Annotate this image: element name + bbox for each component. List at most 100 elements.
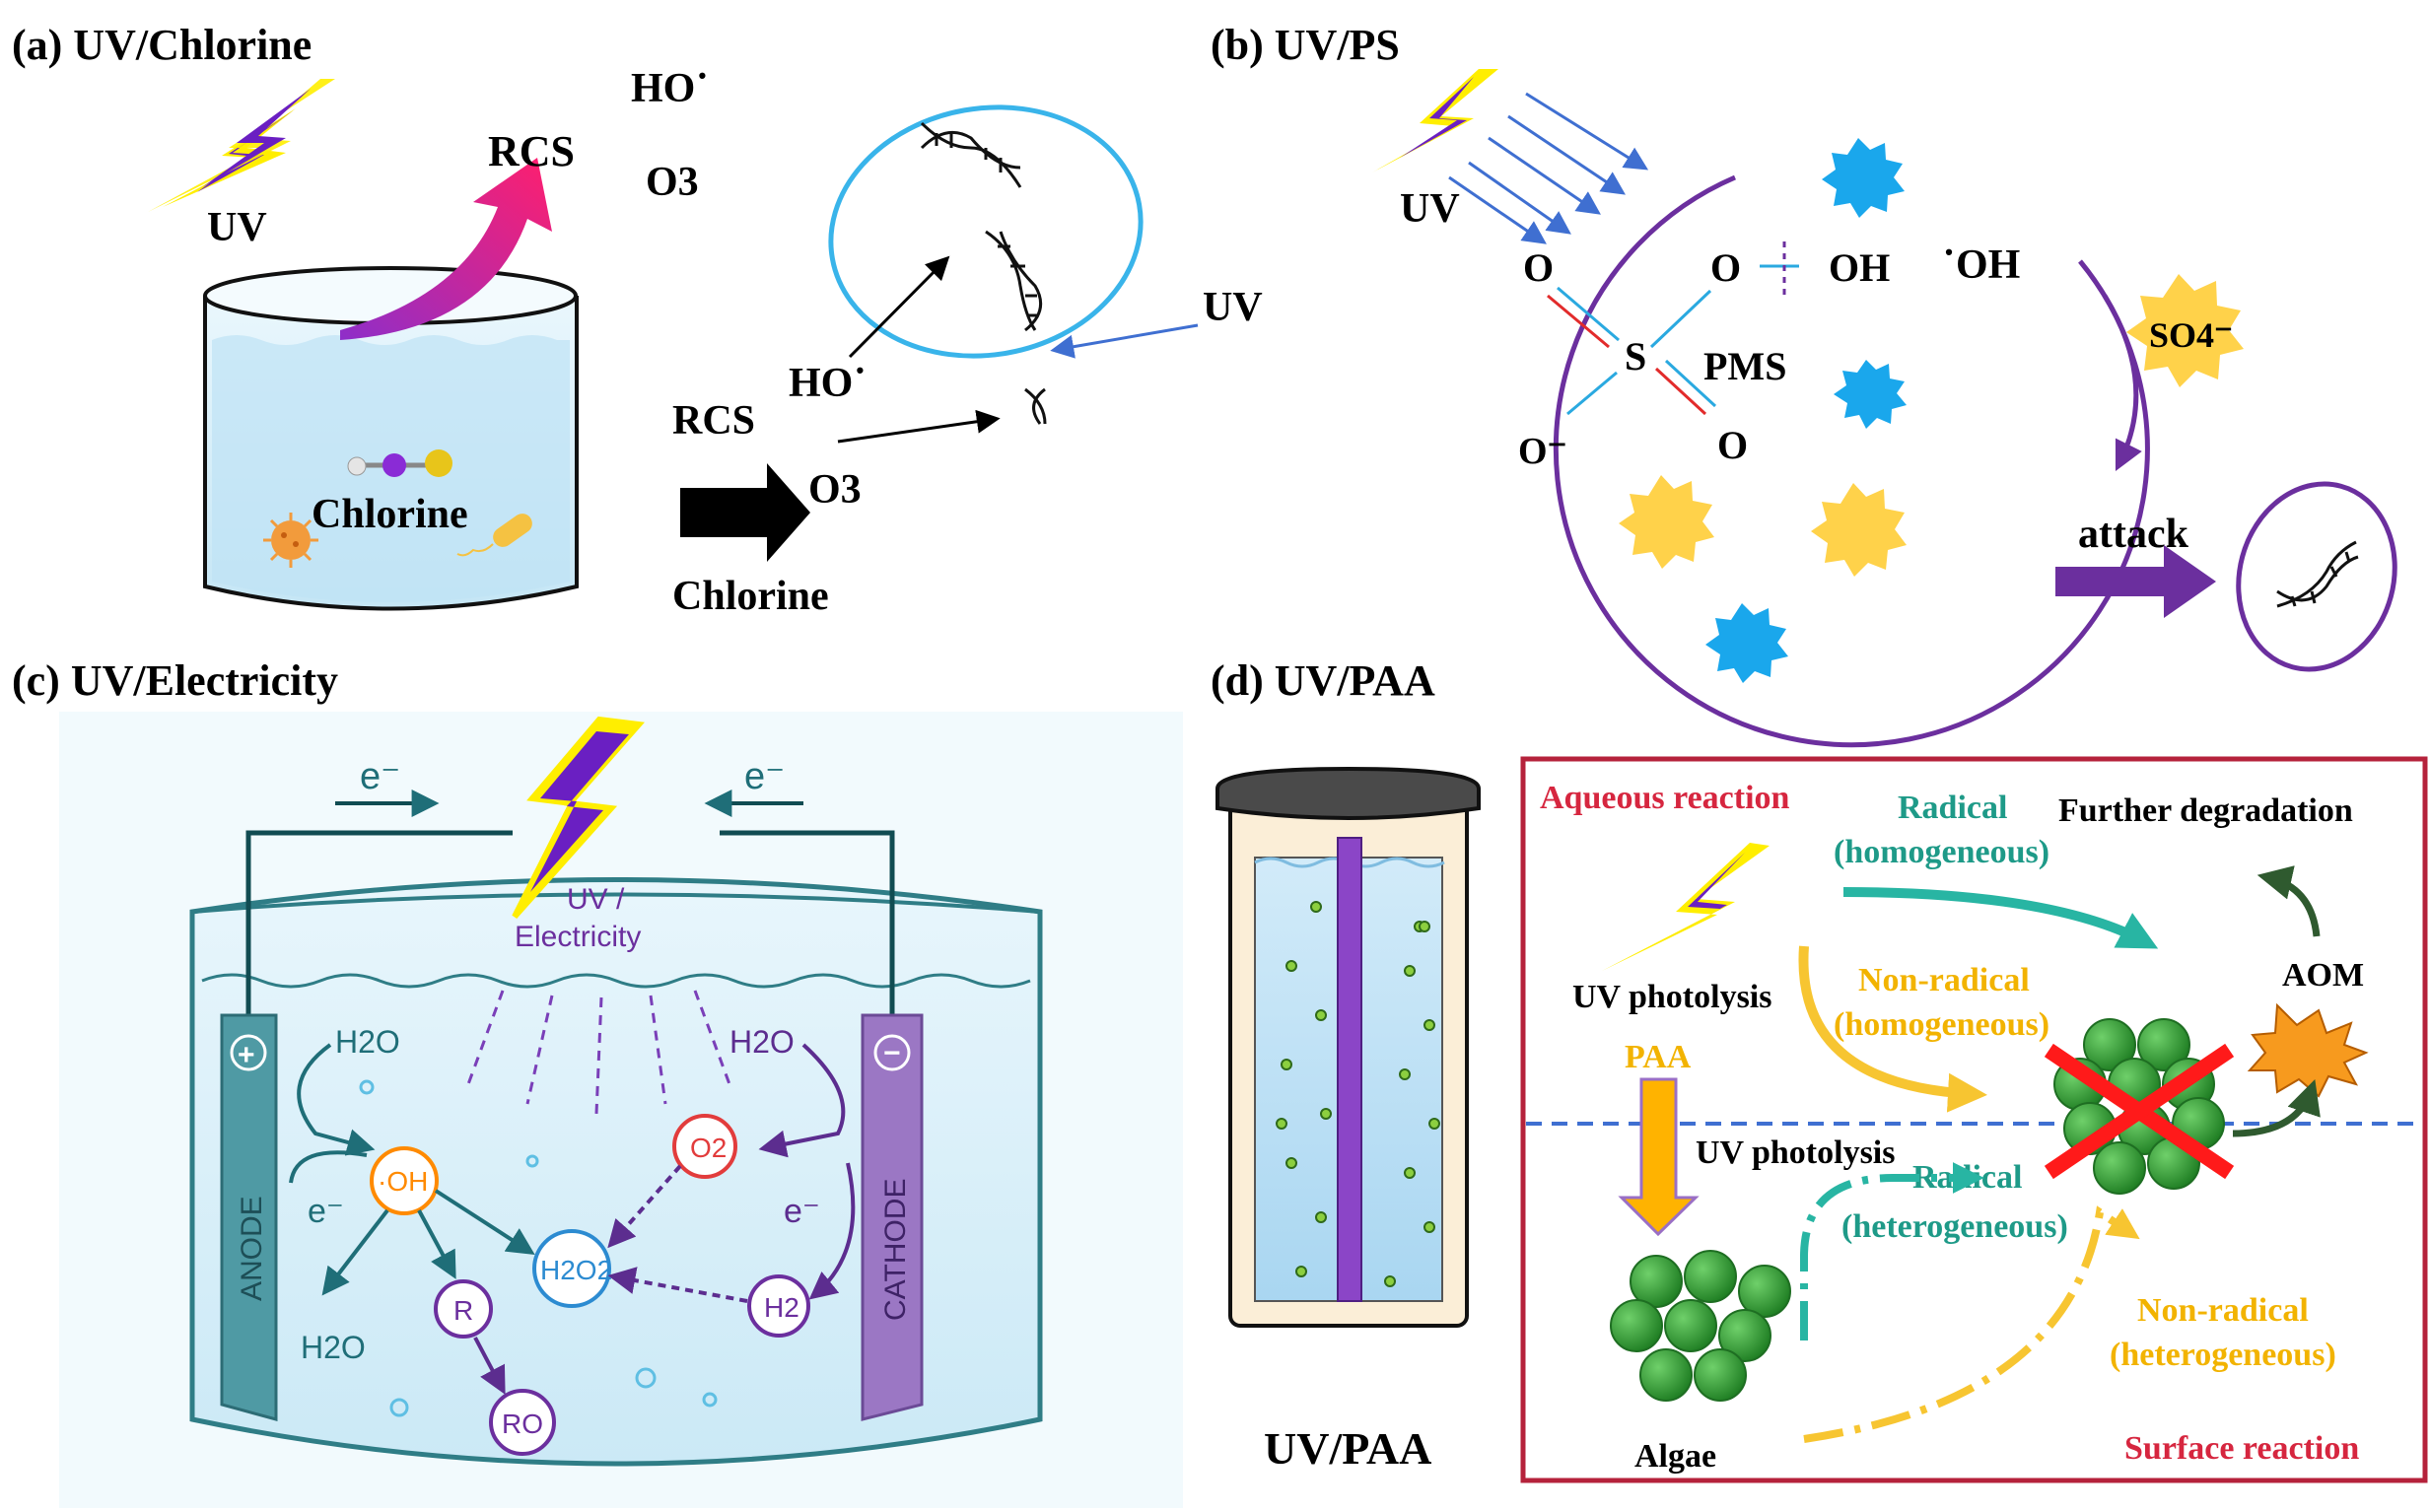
oh-radical-label: ˙OH <box>1942 242 2020 288</box>
nonradical-het-2: (heterogeneous) <box>2110 1337 2336 1373</box>
pms-cycle-path <box>1553 174 2150 748</box>
dna-icon-3 <box>1024 387 1047 425</box>
red-cross-icon <box>2044 1043 2235 1180</box>
paa-label: PAA <box>1625 1039 1692 1075</box>
panel-b: (b) UV/PS UV O O OH S <box>1211 21 2397 748</box>
r-to-ro-arrow <box>473 1337 506 1395</box>
panel-c: (c) UV/Electricity e⁻ e⁻ UV / Electricit… <box>12 656 1183 1508</box>
ho-to-dna-arrow <box>848 255 950 359</box>
h2o-top-left: H2O <box>335 1024 400 1060</box>
radical-homo-arrow <box>1842 887 2159 949</box>
panel-a-rcs-mid: RCS <box>672 398 755 444</box>
anode-h2o-arrow <box>297 1043 376 1156</box>
aom-up-arrow <box>2256 865 2321 937</box>
panel-a-o3-mid: O3 <box>808 467 862 513</box>
e-right-2: e⁻ <box>784 1193 820 1230</box>
uv-electricity-2: Electricity <box>515 921 641 953</box>
uv-to-dna-arrow <box>1050 323 1199 359</box>
panel-a-rcs-label: RCS <box>488 127 575 175</box>
nonradical-het-1: Non-radical <box>2137 1292 2309 1329</box>
oh-to-h2o-arrow <box>321 1208 389 1296</box>
pms-label: PMS <box>1703 344 1786 388</box>
anode-label: ANODE <box>236 1196 268 1301</box>
paa-vessel <box>1215 766 1481 1328</box>
ro-node: RO <box>502 1409 543 1439</box>
panel-b-dna-icon <box>2276 540 2359 608</box>
r-node-circle <box>434 1279 493 1339</box>
oh-to-h2o2-arrow <box>434 1189 535 1256</box>
o2-node: O2 <box>690 1133 727 1163</box>
anode-plus: + <box>238 1039 255 1071</box>
yellow-burst-1 <box>1619 475 1714 569</box>
nonradical-homo-1: Non-radical <box>1858 962 2030 998</box>
radical-het-2: (heterogeneous) <box>1841 1208 2068 1245</box>
rcs-arrow-icon <box>340 158 552 340</box>
pms-oh: OH <box>1829 245 1890 290</box>
algae-label: Algae <box>1634 1438 1716 1475</box>
panel-d-title: (d) UV/PAA <box>1211 656 1435 705</box>
pms-o-minus: O⁻ <box>1518 431 1567 472</box>
o2-node-circle <box>672 1114 737 1179</box>
algae-cluster-bottom <box>1610 1250 1791 1402</box>
aom-burst-icon <box>2247 1002 2369 1098</box>
panel-b-title: (b) UV/PS <box>1211 21 1400 69</box>
e-right: e⁻ <box>744 756 785 797</box>
panel-a-title: (a) UV/Chlorine <box>12 21 312 69</box>
cathode-minus: − <box>883 1037 901 1069</box>
oh-node: ·OH <box>378 1166 428 1197</box>
bubbles <box>359 1079 718 1417</box>
cathode-label: CATHODE <box>879 1179 912 1321</box>
o2-to-h2o2-arrow <box>607 1164 682 1249</box>
bacterium-icon <box>456 514 532 557</box>
so4-label: SO4⁻ <box>2149 315 2233 355</box>
electro-vessel <box>189 877 1043 1467</box>
uv-bolt-icon <box>148 79 335 212</box>
panel-a-uv-label: UV <box>207 205 267 250</box>
chlorine-molecule-icon <box>347 449 452 477</box>
attack-arrow-icon <box>2055 545 2216 618</box>
panel-a-chlorine-label: Chlorine <box>312 492 468 537</box>
nonradical-het-arrow <box>1803 1205 2140 1443</box>
vessel-label: UV/PAA <box>1264 1423 1431 1474</box>
aom-from-algae-arrow <box>2232 1079 2321 1137</box>
panel-a-o3-top: O3 <box>646 160 699 205</box>
pms-o-tl: O <box>1523 245 1554 290</box>
panel-a-ho-mid: HO˙ <box>789 361 867 406</box>
surface-reaction: Surface reaction <box>2124 1430 2359 1467</box>
ro-node-circle <box>489 1389 556 1456</box>
oh-to-r-arrow <box>417 1209 456 1279</box>
panel-c-title: (c) UV/Electricity <box>12 656 338 705</box>
aqueous-reaction: Aqueous reaction <box>1540 780 1790 816</box>
r-node: R <box>453 1295 473 1326</box>
uv-photolysis-top: UV photolysis <box>1572 979 1772 1015</box>
panel-a-ho-top: HO˙ <box>631 66 709 111</box>
uv-rays <box>1448 92 1649 244</box>
e-left: e⁻ <box>360 756 400 797</box>
further-degradation: Further degradation <box>2058 792 2353 829</box>
uv-electricity-1: UV / <box>567 883 625 916</box>
cathode-h2o-arrow <box>758 1043 846 1158</box>
cyan-burst-small-3 <box>1705 603 1788 683</box>
panel-a-uv-right: UV <box>1203 285 1263 330</box>
attack-label: attack <box>2078 512 2189 557</box>
e-left-2: e⁻ <box>308 1193 344 1230</box>
h2o2-node: H2O2 <box>540 1255 612 1285</box>
pms-s: S <box>1625 334 1646 378</box>
pms-o-tr: O <box>1710 245 1741 290</box>
anode-e-arrow <box>289 1150 368 1184</box>
pms-o-br: O <box>1717 423 1748 467</box>
panel-a-black-arrow-icon <box>680 463 810 562</box>
h2o-bottom: H2O <box>301 1330 366 1365</box>
dna-icon-1 <box>920 121 1022 188</box>
cyan-burst-small-1 <box>1822 138 1905 218</box>
cell-circle <box>828 104 1144 359</box>
panel-b-bolt-icon <box>1372 69 1498 172</box>
panel-a-chlorine-bottom: Chlorine <box>672 574 829 619</box>
oh-node-circle <box>370 1146 439 1215</box>
h2-node: H2 <box>764 1292 799 1323</box>
panel-d-bolt-icon <box>1602 843 1770 971</box>
panel-a: (a) UV/Chlorine UV RCS Chlorine <box>12 21 1263 619</box>
panel-c-bolt-icon <box>512 716 645 919</box>
radical-het-arrow <box>1800 1162 1984 1340</box>
